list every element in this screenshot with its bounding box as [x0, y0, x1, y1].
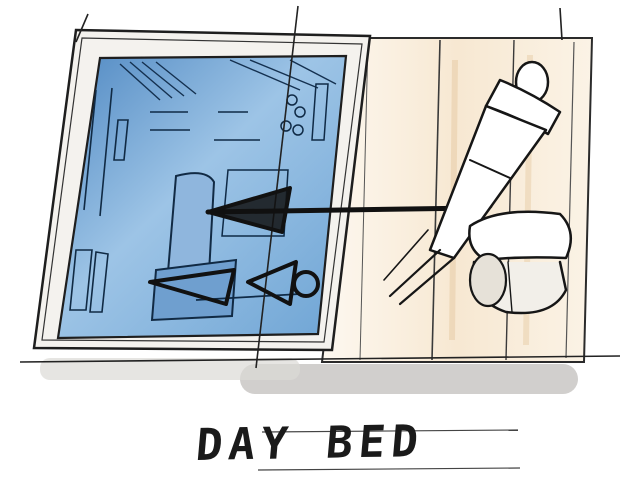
caption-title: DAY BED [0, 413, 620, 475]
floor-shadow [40, 358, 578, 394]
